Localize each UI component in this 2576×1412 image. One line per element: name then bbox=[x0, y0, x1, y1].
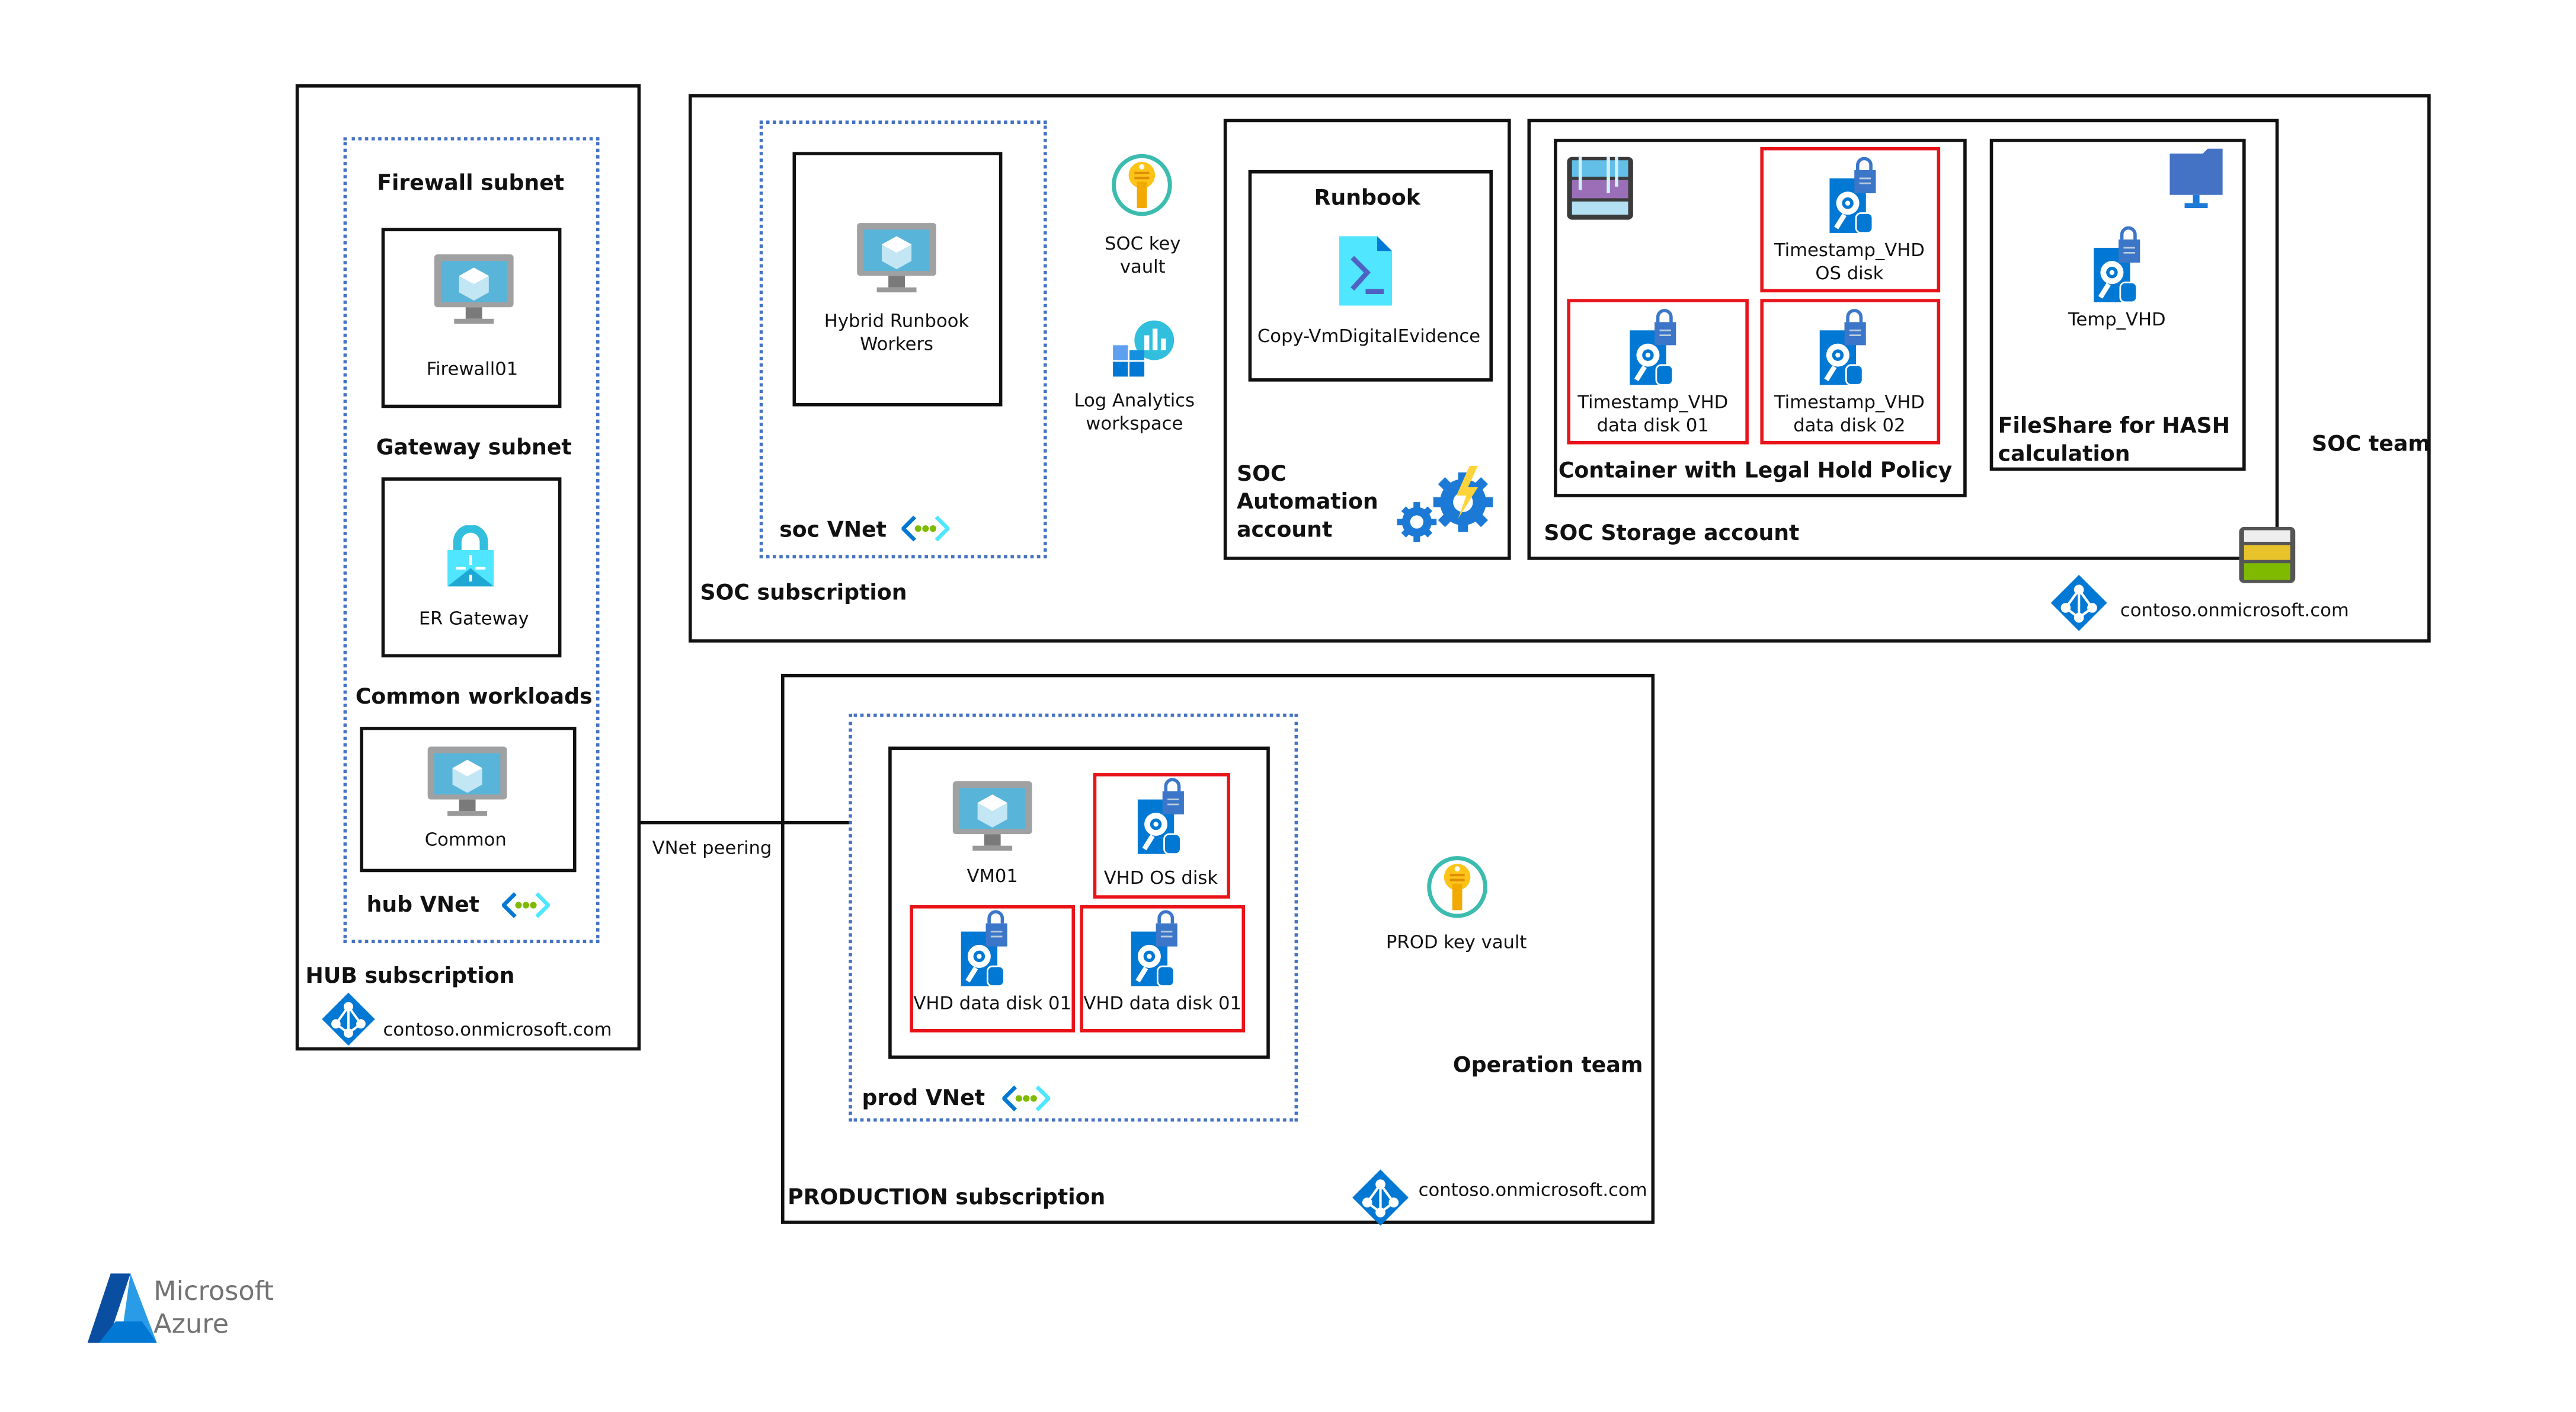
virtual-machine-icon bbox=[951, 780, 1033, 855]
automation-account-box bbox=[1223, 119, 1511, 560]
logo-line2: Azure bbox=[153, 1308, 229, 1340]
prod-key-vault-label: PROD key vault bbox=[1385, 931, 1527, 953]
gateway-subnet-box bbox=[381, 477, 562, 658]
vnet-peering-line bbox=[639, 820, 851, 825]
runbook-title: Runbook bbox=[1314, 186, 1420, 212]
prod-tenant-label: contoso.onmicrosoft.com bbox=[1418, 1179, 1647, 1201]
soc-storage-account-label: SOC Storage account bbox=[1544, 522, 1800, 547]
encrypted-disk-icon bbox=[1134, 778, 1187, 857]
operation-team-label: Operation team bbox=[1452, 1053, 1643, 1079]
timestamp-os-disk-box bbox=[1760, 146, 1941, 293]
encrypted-disk-icon bbox=[1627, 309, 1679, 388]
hybrid-workers-box bbox=[792, 152, 1003, 407]
prod-vnet-label: prod VNet bbox=[862, 1087, 985, 1112]
soc-subscription-box bbox=[688, 94, 2431, 643]
gateway-subnet-title: Gateway subnet bbox=[376, 436, 572, 461]
vhd-data-disk-label: VHD data disk 01 bbox=[1083, 992, 1241, 1014]
vhd-os-disk-label: VHD OS disk bbox=[1103, 867, 1218, 889]
fileshare-box bbox=[1989, 139, 2246, 471]
log-analytics-icon bbox=[1111, 317, 1175, 380]
encrypted-disk-icon bbox=[2091, 226, 2143, 306]
automation-account-label: SOC Automation account bbox=[1237, 462, 1378, 544]
vnet-icon bbox=[901, 515, 950, 542]
powershell-script-icon bbox=[1337, 235, 1394, 308]
soc-storage-account-box bbox=[1527, 119, 2279, 560]
runbook-name-label: Copy-VmDigitalEvidence bbox=[1257, 325, 1481, 347]
encrypted-disk-icon bbox=[1826, 156, 1879, 237]
logo-line1: Microsoft bbox=[153, 1275, 274, 1307]
file-share-icon bbox=[2168, 147, 2225, 210]
vm01-label: VM01 bbox=[967, 865, 1018, 887]
automation-gear-icon bbox=[1397, 465, 1496, 542]
key-vault-icon bbox=[1427, 855, 1488, 918]
timestamp-data-disk-01-box bbox=[1567, 299, 1749, 445]
storage-account-icon bbox=[2238, 525, 2297, 584]
temp-vhd-label: Temp_VHD bbox=[2068, 309, 2166, 331]
virtual-machine-icon bbox=[433, 253, 515, 328]
key-vault-icon bbox=[1111, 154, 1172, 216]
er-gateway-label: ER Gateway bbox=[418, 608, 529, 630]
vhd-data-disk-label: VHD data disk 01 bbox=[913, 992, 1071, 1014]
log-analytics-label: Log Analytics workspace bbox=[1074, 389, 1195, 435]
prod-vnet-box bbox=[849, 713, 1298, 1122]
hub-vnet-label: hub VNet bbox=[366, 893, 479, 919]
legal-hold-container-label: Container with Legal Hold Policy bbox=[1558, 459, 1953, 484]
firewall-subnet-box bbox=[381, 228, 562, 408]
microsoft-azure-logo-icon bbox=[86, 1272, 159, 1345]
vnet-icon bbox=[1002, 1085, 1051, 1112]
timestamp-data-disk-02-label: Timestamp_VHD data disk 02 bbox=[1774, 391, 1925, 436]
vnet-peering-label: VNet peering bbox=[652, 837, 772, 859]
soc-vnet-label: soc VNet bbox=[779, 518, 887, 544]
hub-subscription-box bbox=[295, 84, 641, 1051]
vhd-data-disk-box bbox=[1080, 905, 1246, 1033]
encrypted-disk-icon bbox=[958, 910, 1010, 989]
soc-tenant-label: contoso.onmicrosoft.com bbox=[2120, 599, 2349, 621]
legal-hold-container-box bbox=[1554, 139, 1967, 497]
vhd-data-disk-box bbox=[910, 905, 1076, 1033]
runbook-box bbox=[1248, 170, 1493, 382]
vhd-os-disk-box bbox=[1093, 773, 1230, 899]
encrypted-disk-icon bbox=[1816, 309, 1869, 388]
common-workloads-box bbox=[360, 727, 577, 873]
timestamp-data-disk-01-label: Timestamp_VHD data disk 01 bbox=[1577, 391, 1729, 436]
blob-container-icon bbox=[1566, 155, 1635, 221]
firewall-label: Firewall01 bbox=[426, 358, 519, 380]
azure-ad-icon bbox=[1351, 1166, 1410, 1229]
virtual-machine-icon bbox=[426, 745, 508, 821]
vnet-icon bbox=[502, 892, 550, 919]
azure-ad-icon bbox=[319, 991, 378, 1047]
soc-vnet-box bbox=[759, 120, 1047, 558]
production-subscription-box bbox=[781, 673, 1655, 1224]
common-label: Common bbox=[424, 829, 507, 851]
timestamp-os-disk-label: Timestamp_VHD OS disk bbox=[1774, 239, 1925, 285]
soc-team-label: SOC team bbox=[2312, 433, 2431, 458]
hybrid-workers-label: Hybrid Runbook Workers bbox=[824, 310, 969, 356]
hub-vnet-box bbox=[343, 137, 600, 944]
virtual-machine-icon bbox=[855, 221, 937, 297]
encrypted-disk-icon bbox=[1128, 910, 1180, 989]
azure-ad-icon bbox=[2049, 573, 2108, 632]
vpn-gateway-icon bbox=[446, 525, 495, 588]
hub-tenant-label: contoso.onmicrosoft.com bbox=[383, 1019, 612, 1041]
fileshare-label: FileShare for HASH calculation bbox=[1998, 414, 2231, 468]
production-subscription-label: PRODUCTION subscription bbox=[788, 1186, 1106, 1211]
firewall-subnet-title: Firewall subnet bbox=[377, 171, 565, 197]
soc-subscription-label: SOC subscription bbox=[700, 581, 907, 606]
hub-subscription-label: HUB subscription bbox=[305, 964, 515, 990]
timestamp-data-disk-02-box bbox=[1760, 299, 1941, 445]
soc-key-vault-label: SOC key vault bbox=[1105, 232, 1181, 278]
common-workloads-title: Common workloads bbox=[355, 685, 593, 711]
vm01-group-box bbox=[888, 746, 1270, 1059]
